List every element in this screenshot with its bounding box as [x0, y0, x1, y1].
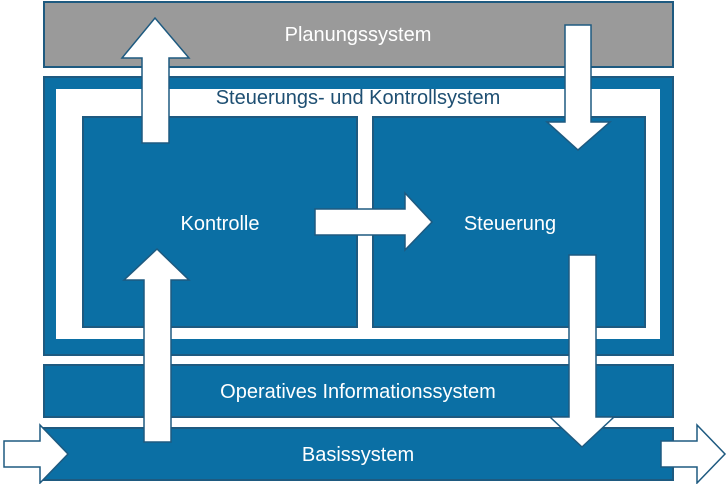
control-label: Kontrolle: [181, 213, 260, 235]
arrow-down-to-base: [548, 254, 616, 449]
arrow-up-to-planning: [120, 16, 191, 144]
base-system-label: Basissystem: [302, 444, 414, 466]
arrow-down-from-planning: [545, 24, 612, 152]
arrow-up-from-base: [122, 247, 191, 443]
steering-label: Steuerung: [464, 213, 556, 235]
control-system-label: Steuerungs- und Kontrollsystem: [216, 87, 501, 109]
arrow-right-control-to-steering: [314, 191, 434, 252]
arrow-input-left: [3, 423, 70, 484]
operative-system-label: Operatives Informationssystem: [220, 381, 496, 403]
control-box: [82, 116, 358, 328]
planning-system-label: Planungssystem: [285, 24, 432, 46]
arrow-output-right: [660, 423, 727, 484]
